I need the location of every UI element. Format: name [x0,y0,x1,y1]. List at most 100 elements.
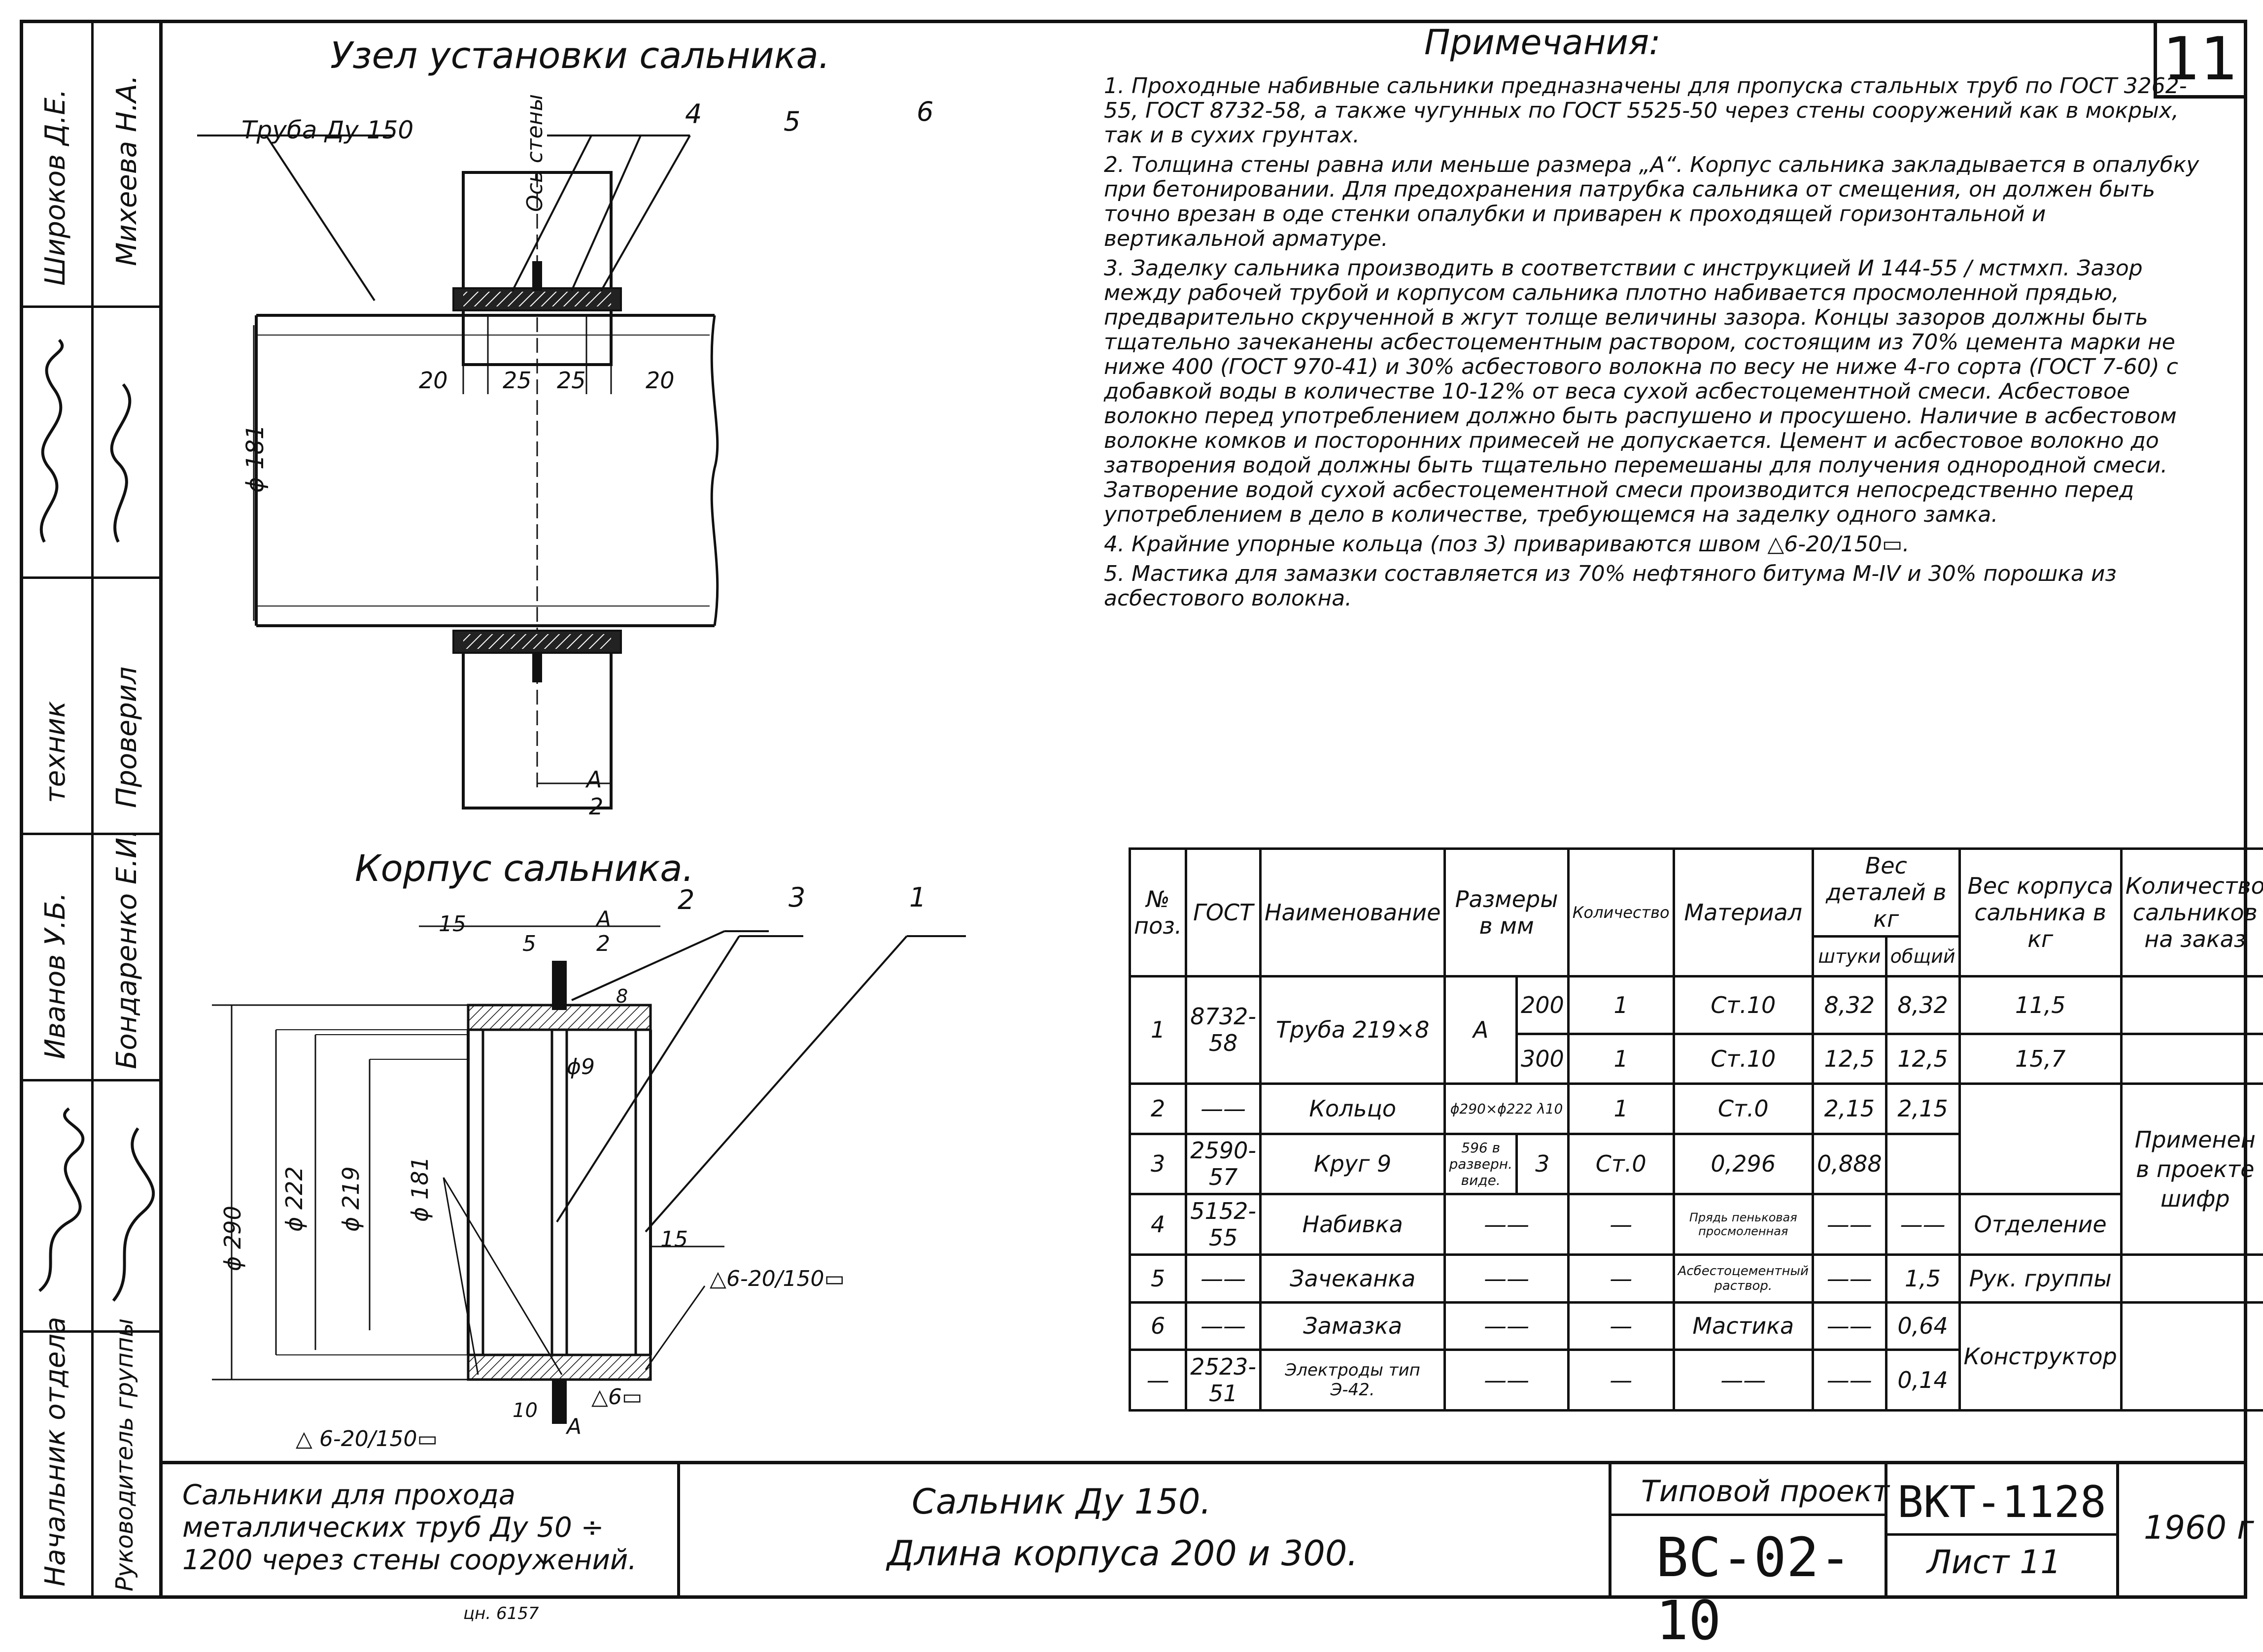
cell-size: ϕ290×ϕ222 λ10 [1445,1084,1568,1134]
drawing2-dim-9: ϕ9 [567,1054,595,1079]
cell-name: Электроды тип Э-42. [1260,1350,1444,1411]
cell-applied: Применен в проекте шифр [2121,1084,2263,1255]
th-body-weight: Вес корпуса сальника в кг [1959,849,2121,977]
title-block: Сальники для прохода металлических труб … [163,1461,2247,1602]
cell-qty: 1 [1568,1034,1674,1084]
cipher-label: шифр [2160,1185,2230,1212]
tb-name-line2: Длина корпуса 200 и 300. [887,1533,1358,1574]
cell-pos: 2 [1130,1084,1186,1134]
table-row: 4 5152-55 Набивка —— — Прядь пеньковая п… [1130,1194,2263,1255]
cell-w-piece: 0,296 [1674,1134,1813,1194]
cell-material: Ст.0 [1674,1084,1813,1134]
cell-body: 15,7 [1959,1034,2121,1084]
th-w-piece: штуки [1813,936,1886,976]
cell-w-total: 0,888 [1813,1134,1886,1194]
th-pos: № поз. [1130,849,1186,977]
cell-w-total: —— [1886,1194,1959,1255]
table-row: 1 8732-58 Труба 219×8 А 200 1 Ст.10 8,32… [1130,976,2263,1034]
drawing1-dim-25b: 25 [557,367,586,394]
sidebar-role-dept-head: Начальник отдела [39,1317,71,1586]
cell-material: Асбестоцементный раствор. [1674,1255,1813,1302]
cell-gost: 8732-58 [1186,976,1261,1083]
th-name: Наименование [1260,849,1444,977]
drawing2-callout-3: 3 [789,882,805,913]
th-w-total: общий [1886,936,1959,976]
sidebar-role-checked: Проверил [111,667,143,808]
cell-size: 596 в разверн. виде. [1445,1134,1517,1194]
cell-filler [2121,1255,2263,1302]
signature-marks-2 [20,1094,163,1320]
cell-w-total: 0,14 [1886,1350,1959,1411]
cell-pos: 1 [1130,976,1186,1083]
cell-empty [1959,1084,2121,1194]
tb-name-cell: Сальник Ду 150. Длина корпуса 200 и 300. [680,1464,1612,1599]
tb-project-cell: Типовой проект ВС-02-10 [1612,1464,1887,1599]
cell-w-total: 0,64 [1886,1302,1959,1349]
tb-purpose: Сальники для прохода металлических труб … [163,1464,677,1591]
cell-size: 200 [1516,976,1568,1034]
note-2: 2. Толщина стены равна или меньше размер… [1104,153,2208,251]
cell-name: Зачеканка [1260,1255,1444,1302]
cell-size: —— [1445,1350,1568,1411]
cell-order [2121,976,2263,1034]
cell-pos: 5 [1130,1255,1186,1302]
th-size: Размеры в мм [1445,849,1568,977]
drawing2-weld-3: △6▭ [591,1384,642,1410]
cell-w-piece: —— [1813,1255,1886,1302]
cell-pos: 4 [1130,1194,1186,1255]
sidebar-name-shirokov: Широков Д.Е. [39,89,71,286]
cell-material: Ст.10 [1674,976,1813,1034]
drawing2-weld-2: △ 6-20/150▭ [296,1426,438,1451]
tb-code: ВКТ-1128 [1897,1477,2106,1527]
th-material: Материал [1674,849,1813,977]
drawing2-dim-222: ϕ 222 [281,1166,308,1232]
cell-pos: — [1130,1350,1186,1411]
cell-qty: 1 [1568,976,1674,1034]
drawing2-dim-219: ϕ 219 [338,1166,364,1232]
note-4: 4. Крайние упорные кольца (поз 3) привар… [1104,532,2208,557]
cell-size: 300 [1516,1034,1568,1084]
cell-gost: —— [1186,1084,1261,1134]
cell-qty: 3 [1516,1134,1568,1194]
cell-name: Замазка [1260,1302,1444,1349]
drawing1-callout-4: 4 [685,99,702,130]
cell-qty: — [1568,1302,1674,1349]
cell-gost: —— [1186,1302,1261,1349]
sidebar-role-technician: техник [39,701,71,803]
designer-label: Конструктор [1959,1302,2121,1410]
cell-pos: 3 [1130,1134,1186,1194]
tb-typical: Типовой проект [1641,1474,1889,1509]
tb-name-line1: Сальник Ду 150. [912,1482,1211,1522]
tb-code-cell: ВКТ-1128 Лист 11 [1887,1464,2119,1599]
table-row: 6 —— Замазка —— — Мастика —— 0,64 Констр… [1130,1302,2263,1349]
note-1: 1. Проходные набивные сальники предназна… [1104,74,2208,148]
th-order-qty: Количество сальников на заказ [2121,849,2263,977]
drawing2-dim-a: А [567,1414,582,1439]
tb-project-code: ВС-02-10 [1656,1526,1885,1652]
cell-name: Кольцо [1260,1084,1444,1134]
drawing1-dim-a: А [586,766,602,793]
cell-w-total: 2,15 [1886,1084,1959,1134]
drawing2-dim-181: ϕ 181 [407,1156,433,1222]
notes-title: Примечания: [1424,22,1661,63]
cell-qty: 1 [1568,1084,1674,1134]
cell-order [2121,1034,2263,1084]
sidebar-name-mikheeva: Михеева Н.А. [111,75,143,266]
cell-size-a: А [1445,976,1517,1083]
drawing2-dim-a-half: А [596,907,611,932]
dept-label: Отделение [1959,1194,2121,1255]
drawing2-dim-15b: 15 [660,1227,688,1252]
cell-w-piece: —— [1813,1302,1886,1349]
drawing1-wall-axis: Ось стены [522,94,548,212]
cell-material: Ст.10 [1674,1034,1813,1084]
cell-w-piece: 12,5 [1813,1034,1886,1084]
cell-filler [1886,1134,1959,1194]
cell-size: —— [1445,1302,1568,1349]
cell-material: Прядь пеньковая просмоленная [1674,1194,1813,1255]
group-head-label: Рук. группы [1959,1255,2121,1302]
tb-year: 1960 г [2144,1509,2254,1547]
cell-qty: — [1568,1194,1674,1255]
cell-material: —— [1674,1350,1813,1411]
cell-gost: 2523-51 [1186,1350,1261,1411]
drawing2-weld-1: △6-20/150▭ [710,1266,845,1291]
